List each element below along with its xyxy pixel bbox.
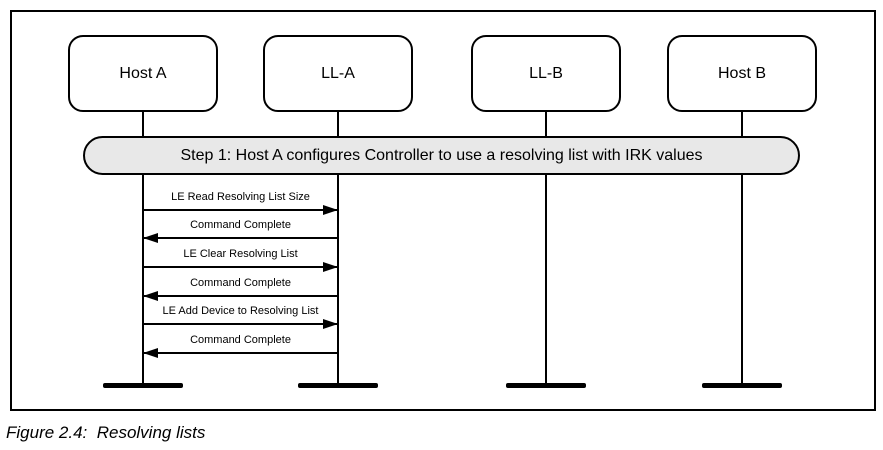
arrow-left-icon [143,291,338,301]
message-label: LE Add Device to Resolving List [162,305,319,317]
actor-box-host-a: Host A [68,35,218,112]
termination-bar-ll-a [298,383,378,388]
message-command-complete-3: Command Complete [143,334,338,358]
termination-bar-host-b [702,383,782,388]
actor-box-host-b: Host B [667,35,817,112]
lifeline-host-a [142,110,144,385]
message-le-add-device-to-resolving-list: LE Add Device to Resolving List [143,305,338,329]
arrow-left-icon [143,233,338,243]
termination-bar-ll-b [506,383,586,388]
message-le-read-resolving-list-size: LE Read Resolving List Size [143,191,338,215]
message-label: Command Complete [190,219,291,231]
actor-label-host-a: Host A [119,64,167,82]
message-command-complete-2: Command Complete [143,277,338,301]
arrow-right-icon [143,205,338,215]
step-banner-label: Step 1: Host A configures Controller to … [180,146,703,164]
actor-label-host-b: Host B [717,64,766,82]
message-label: Command Complete [190,334,291,346]
arrow-right-icon [143,262,338,272]
actor-label-ll-a: LL-A [321,64,355,82]
step-banner: Step 1: Host A configures Controller to … [83,136,800,175]
message-le-clear-resolving-list: LE Clear Resolving List [143,248,338,272]
message-label: Command Complete [190,277,291,289]
arrow-right-icon [143,319,338,329]
actor-label-ll-b: LL-B [529,64,563,82]
actor-box-ll-a: LL-A [263,35,413,112]
actor-box-ll-b: LL-B [471,35,621,112]
message-label: LE Clear Resolving List [183,248,298,260]
lifeline-ll-b [545,110,547,385]
lifeline-ll-a [337,110,339,385]
arrow-left-icon [143,348,338,358]
message-command-complete-1: Command Complete [143,219,338,243]
lifeline-host-b [741,110,743,385]
termination-bar-host-a [103,383,183,388]
figure-caption: Figure 2.4: Resolving lists [6,423,206,442]
message-label: LE Read Resolving List Size [171,191,310,203]
